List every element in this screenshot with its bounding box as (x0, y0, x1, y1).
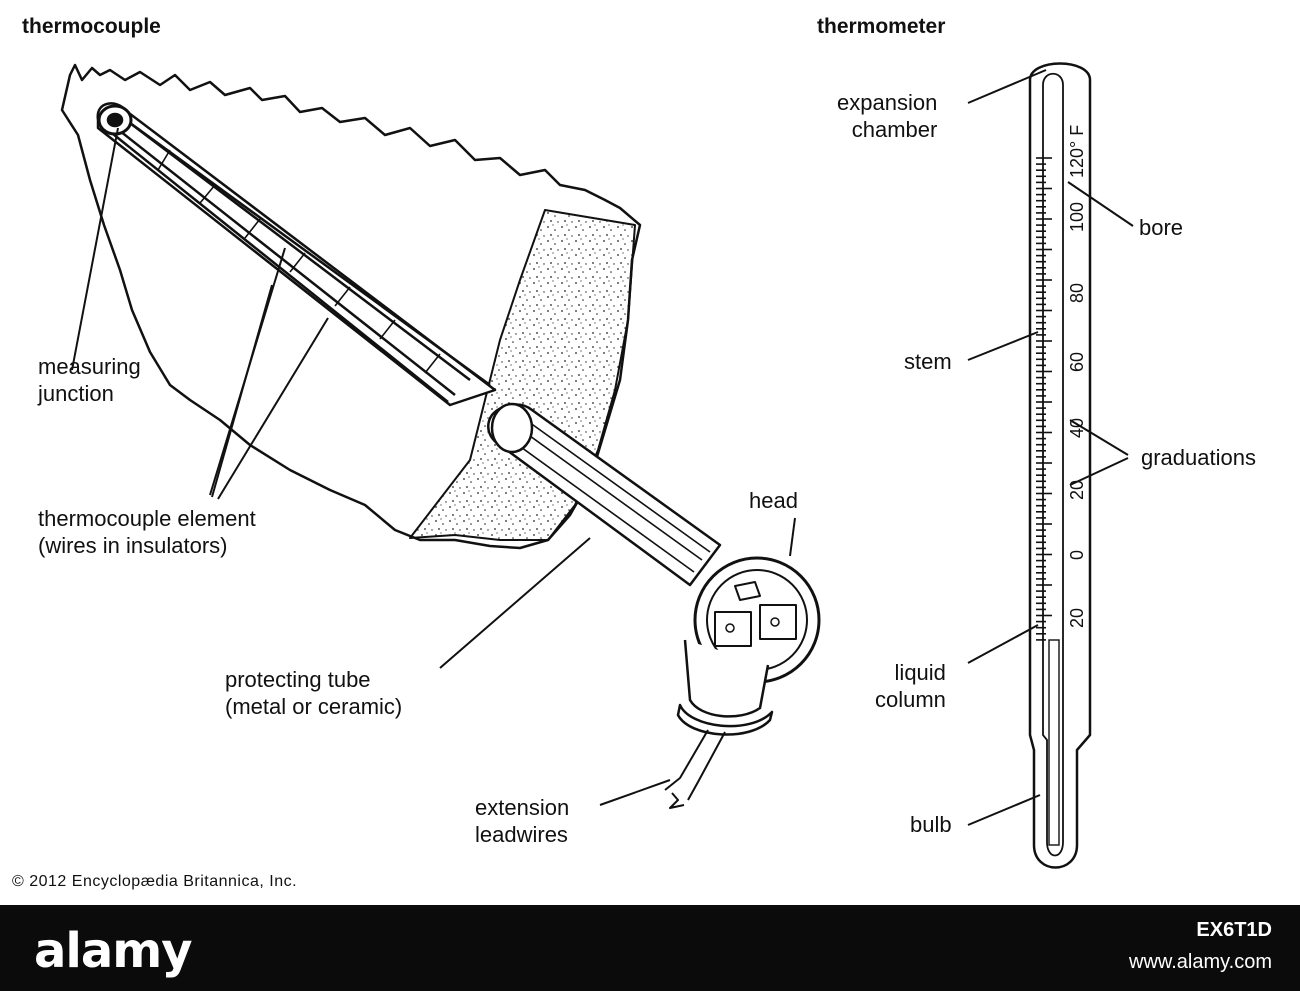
scale-tick: 60 (1067, 352, 1087, 372)
liquid-column-label: liquid column (875, 660, 946, 712)
site-url: www.alamy.com (1129, 951, 1272, 973)
leader-lines (71, 127, 796, 806)
head-label: head (749, 488, 798, 513)
image-id: EX6T1D (1196, 919, 1272, 941)
thermocouple-element-label: thermocouple element (wires in insulator… (38, 506, 256, 558)
scale-numbers: 120° F 100 80 60 40 20 0 20 (1067, 125, 1087, 628)
insulator-segments (157, 149, 441, 374)
protecting-tube-label: protecting tube (metal or ceramic) (225, 667, 403, 719)
leadwires (664, 729, 726, 809)
brand-logo: alamy (34, 923, 193, 979)
thermometer-leaders (967, 69, 1134, 826)
thermocouple-illustration (60, 63, 821, 809)
thermometer-heading: thermometer (817, 15, 946, 38)
material-outline (60, 63, 642, 550)
bulb-label: bulb (910, 812, 952, 837)
stem-label: stem (904, 349, 952, 374)
thermocouple-heading: thermocouple (22, 15, 161, 38)
head-fitting (683, 639, 770, 718)
scale-tick: 20 (1067, 608, 1087, 628)
scale-tick: 20 (1067, 480, 1087, 500)
expansion-chamber-label: expansion chamber (837, 90, 938, 142)
thermometer-bore (1042, 72, 1064, 857)
illustration: 120° F 100 80 60 40 20 0 20 (60, 62, 1134, 869)
scale-tick: 40 (1067, 418, 1087, 438)
element-tube (96, 102, 497, 407)
scale-tick: 100 (1067, 202, 1087, 232)
bore-label: bore (1139, 215, 1184, 240)
measuring-junction-label: measuring junction (38, 354, 141, 406)
copyright-notice: © 2012 Encyclopædia Britannica, Inc. (12, 873, 298, 890)
graduation-ticks (1036, 157, 1052, 641)
thermometer-glass (1028, 62, 1092, 869)
watermark-footer: alamy EX6T1D www.alamy.com (0, 905, 1300, 991)
scale-tick: 80 (1067, 283, 1087, 303)
scale-unit: 120° F (1067, 125, 1087, 178)
liquid-column (1048, 639, 1060, 846)
graduations-label: graduations (1141, 445, 1256, 470)
diagram-canvas: 120° F 100 80 60 40 20 0 20 thermocouple… (12, 15, 1256, 890)
thermometer-illustration (967, 62, 1134, 869)
extension-leadwires-label: extension leadwires (475, 795, 570, 847)
scale-tick: 0 (1067, 550, 1087, 560)
